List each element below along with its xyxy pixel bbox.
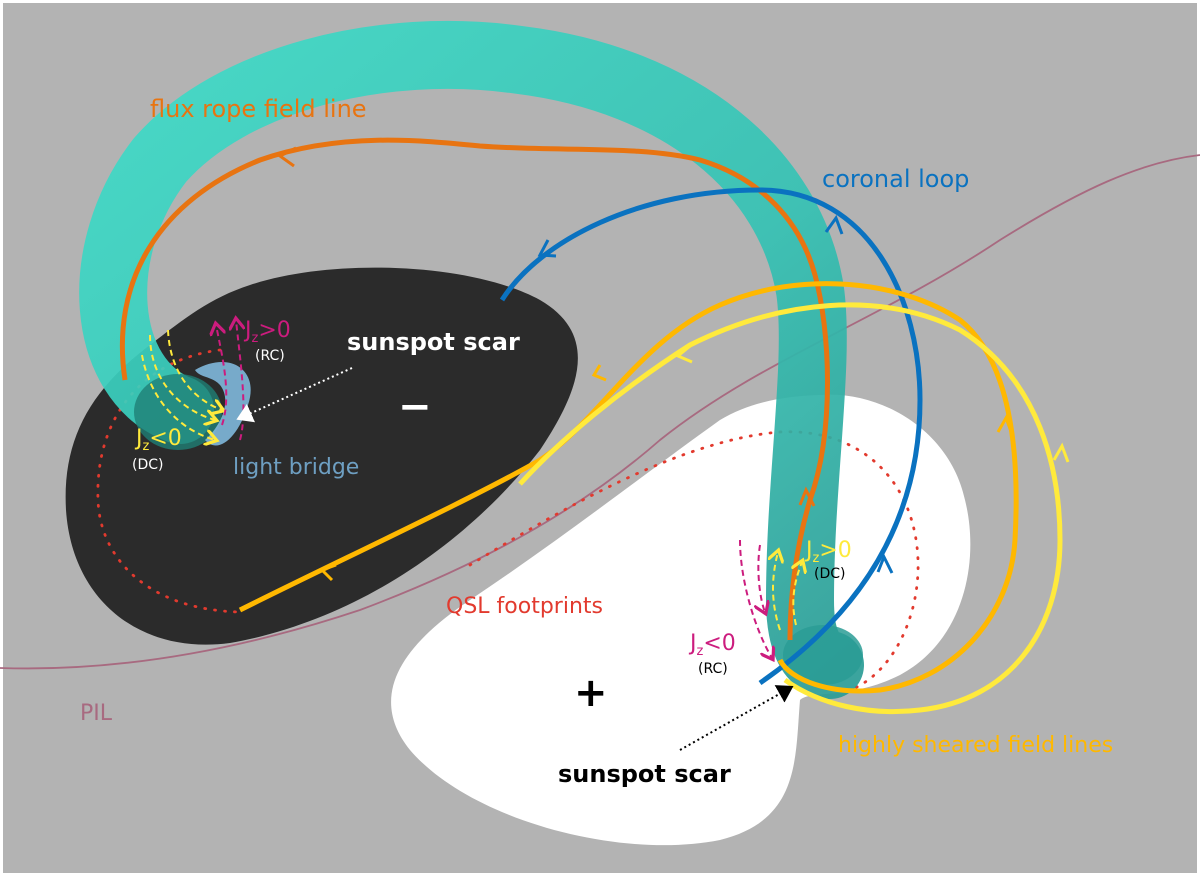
jz-pos-rc-sub: z [252,331,259,346]
coronal-loop-arrow-top [824,214,844,235]
coronal-loop-arrow-right [876,553,894,574]
coronal-loop-label: coronal loop [822,165,969,193]
jz-pos-dc-rel: >0 [819,538,851,563]
positive-sign: + [574,670,608,716]
current-arrow-rc-bottom-1 [739,539,772,658]
current-arrow-rc-top-2 [216,325,228,426]
sheared-label: highly sheared field lines [838,733,1113,758]
jz-neg-rc-main: J [688,631,697,656]
jz-pos-rc-rel: >0 [258,318,290,343]
jz-neg-dc-rel: <0 [149,426,181,451]
qsl-footprint-positive [468,430,920,692]
current-arrow-dc-right-1 [773,552,780,631]
qsl-label: QSL footprints [446,594,603,619]
current-arrow-dc-left-3 [141,354,215,440]
flux-rope-arrow-top [277,146,297,168]
sunspot-scar-label-bottom: sunspot scar [558,760,731,788]
rc-top-label: (RC) [255,348,285,364]
sheared-arrow-b [675,344,693,364]
current-arrow-rc-top-1 [236,320,243,441]
sheared-arrow-d [996,414,1014,435]
sunspot-scar-label-top: sunspot scar [347,328,520,356]
pil-line [0,154,1200,670]
qsl-footprint-negative [96,348,242,614]
flux-rope-arrow-bottom [798,486,816,507]
jz-neg-dc-label: Jz<0 [134,426,182,454]
sheared-arrow-e [1052,442,1070,463]
jz-pos-dc-main: J [804,538,813,563]
jz-pos-dc-sub: z [813,551,820,566]
sunspot-scar-pointer-bottom [679,685,794,751]
negative-sign: − [398,384,432,430]
sheared-arrow-c [319,563,337,582]
sheared-arrow-a [591,364,607,382]
flux-rope-field-line [119,137,830,641]
jz-neg-rc-sub: z [697,644,704,659]
jz-pos-rc-main: J [243,318,252,343]
current-arrow-dc-right-2 [793,562,802,626]
current-arrow-dc-left-1 [149,334,215,420]
current-arrow-rc-bottom-2 [758,544,765,612]
jz-neg-dc-main: J [134,426,143,451]
jz-neg-dc-sub: z [143,439,150,454]
coronal-loop-line [499,187,923,686]
light-bridge-label: light bridge [233,455,359,480]
jz-neg-rc-label: Jz<0 [688,631,736,659]
sheared-field-line-inner [518,302,1063,715]
light-bridge-shape [195,362,251,446]
dc-left-label: (DC) [132,457,163,473]
current-arrow-dc-left-2 [167,329,222,410]
pil-label: PIL [80,701,113,726]
sunspot-scar-pointer-top [236,367,353,423]
sheared-field-line-outer [238,281,1019,694]
dc-right-label: (DC) [814,566,845,582]
coronal-loop-arrow-left [537,239,557,258]
flux-rope-footpoint-right [783,625,863,685]
jz-pos-rc-label: Jz>0 [243,318,291,346]
rc-bottom-label: (RC) [698,661,728,677]
jz-neg-rc-rel: <0 [703,631,735,656]
jz-pos-dc-label: Jz>0 [804,538,852,566]
flux-rope-label: flux rope field line [150,95,367,123]
negative-polarity-region [65,267,578,645]
